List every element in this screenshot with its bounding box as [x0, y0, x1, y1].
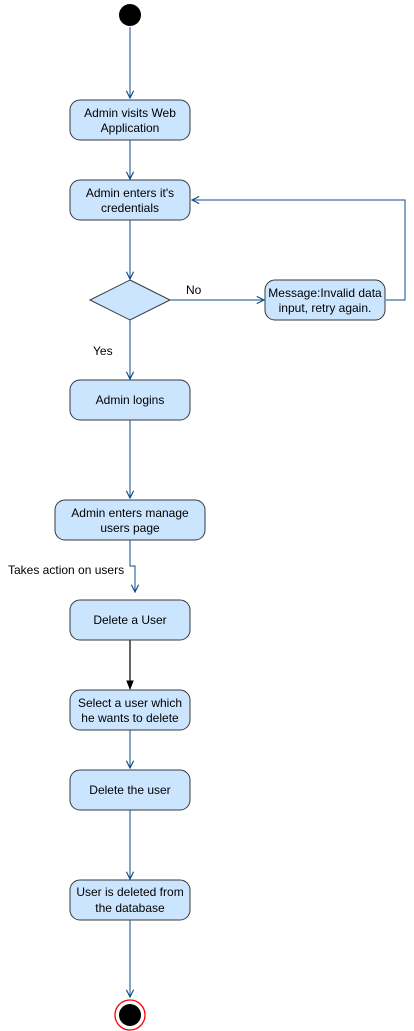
- start-node: [119, 4, 141, 26]
- node-admin-logins: Admin logins: [69, 379, 191, 421]
- label-takes-action: Takes action on users: [8, 563, 124, 577]
- label-yes: Yes: [93, 344, 113, 358]
- svg-text:Delete a User: Delete a User: [93, 613, 166, 627]
- end-node: [114, 999, 146, 1031]
- svg-text:Admin enters it's: Admin enters it's: [86, 186, 174, 200]
- svg-text:input, retry again.: input, retry again.: [279, 301, 372, 315]
- svg-text:Application: Application: [101, 121, 160, 135]
- node-select-user: Select a user which he wants to delete: [69, 689, 191, 731]
- svg-text:Delete the user: Delete the user: [89, 783, 170, 797]
- node-admin-visits: Admin visits Web Application: [69, 99, 191, 141]
- node-invalid-message: Message:Invalid data input, retry again.: [264, 279, 386, 321]
- svg-text:Admin visits Web: Admin visits Web: [84, 106, 176, 120]
- svg-text:Select a user which: Select a user which: [78, 696, 182, 710]
- svg-text:the database: the database: [95, 901, 165, 915]
- edge-manage-to-delete-user: [129, 540, 135, 592]
- svg-text:Admin enters manage: Admin enters manage: [71, 506, 189, 520]
- node-user-deleted: User is deleted from the database: [69, 879, 191, 921]
- svg-text:users page: users page: [100, 521, 160, 535]
- node-delete-the-user: Delete the user: [69, 769, 191, 811]
- svg-text:Admin logins: Admin logins: [96, 393, 165, 407]
- svg-text:credentials: credentials: [101, 201, 159, 215]
- node-delete-a-user: Delete a User: [69, 599, 191, 641]
- svg-text:User is deleted from: User is deleted from: [76, 885, 183, 899]
- node-manage-users: Admin enters manage users page: [54, 499, 206, 541]
- label-no: No: [186, 283, 202, 297]
- svg-text:Message:Invalid data: Message:Invalid data: [268, 286, 382, 300]
- svg-text:he wants to delete: he wants to delete: [81, 711, 179, 725]
- decision-node: [88, 279, 172, 321]
- edge-message-to-credentials: [192, 200, 406, 301]
- node-admin-credentials: Admin enters it's credentials: [69, 179, 191, 221]
